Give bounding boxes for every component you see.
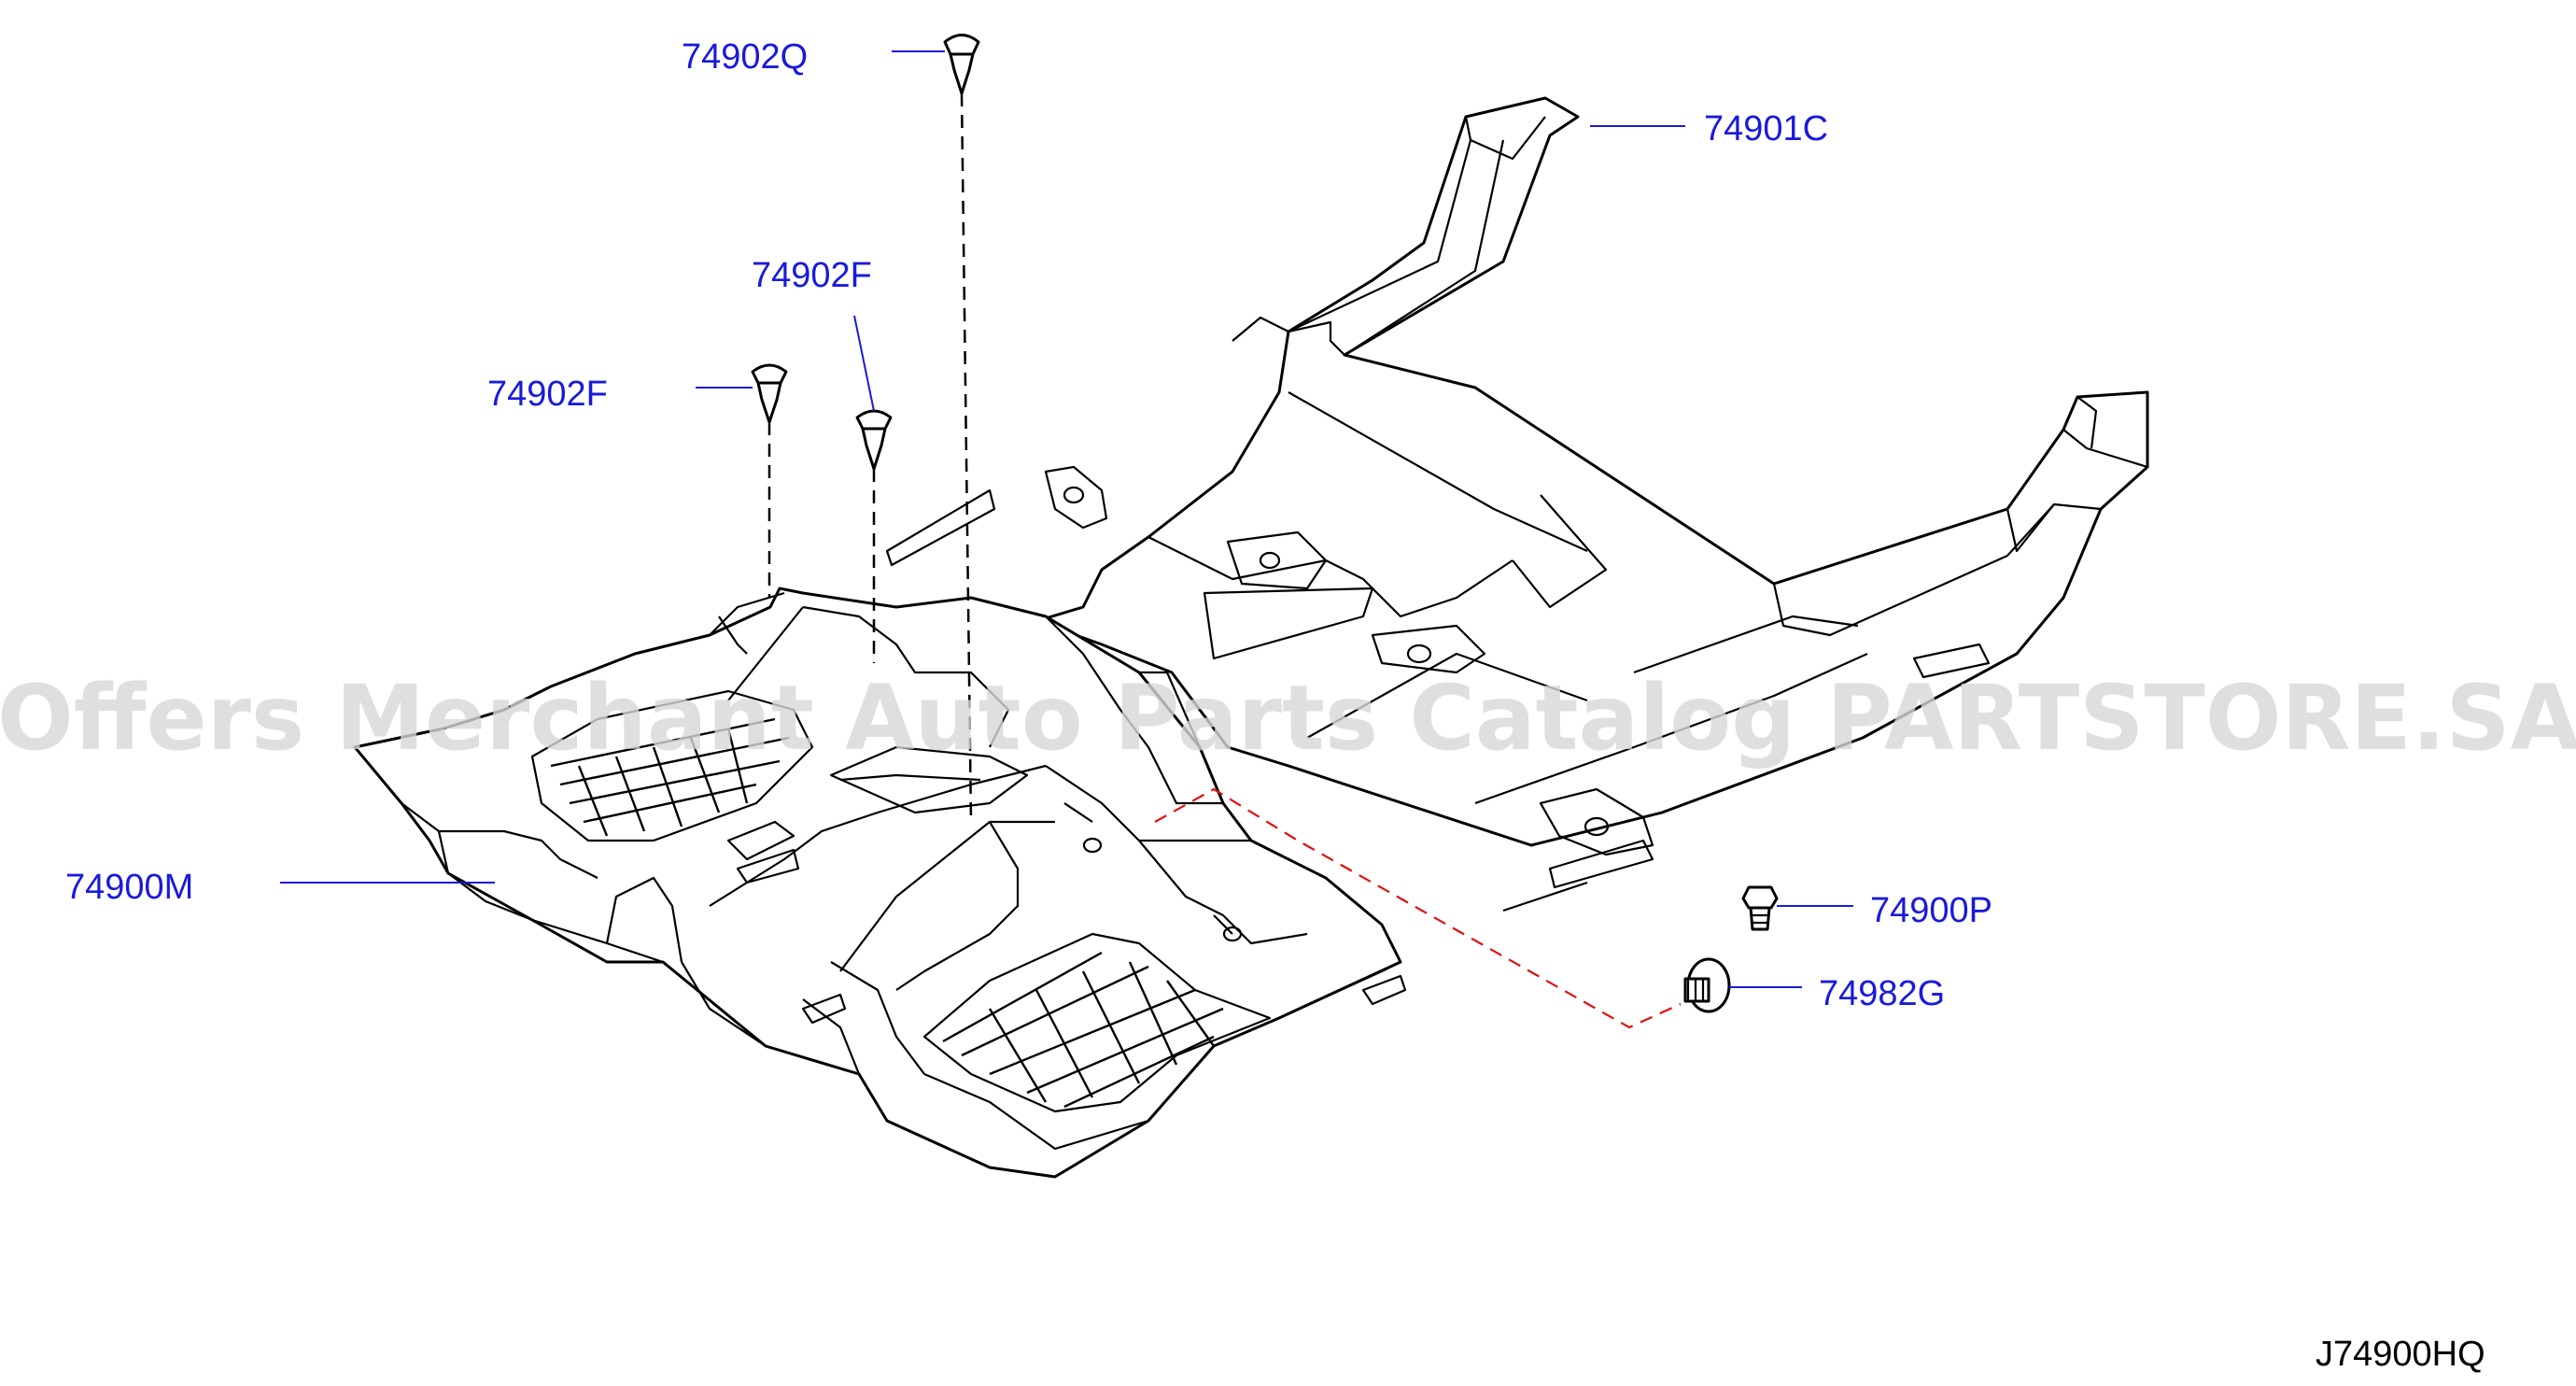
clip-74982G[interactable]: [1683, 957, 1731, 1013]
callout-74902Q[interactable]: 74902Q: [682, 37, 808, 77]
callout-74902F-b[interactable]: 74902F: [752, 256, 872, 295]
callout-74901C[interactable]: 74901C: [1704, 109, 1828, 148]
clip-74902F-a[interactable]: [751, 363, 788, 424]
clip-74902F-b[interactable]: [855, 409, 893, 471]
callout-74900M[interactable]: 74900M: [65, 868, 193, 907]
diagram-code: J74900HQ: [2316, 1335, 2485, 1374]
assembly-lines: [767, 92, 1682, 1029]
clip-74902Q[interactable]: [943, 34, 980, 95]
clip-74900P[interactable]: [1741, 885, 1779, 931]
callout-74900P[interactable]: 74900P: [1870, 891, 1992, 930]
callout-74982G[interactable]: 74982G: [1819, 974, 1945, 1013]
front-floor-carpet[interactable]: [353, 587, 1407, 1179]
callout-74902F-a[interactable]: 74902F: [487, 375, 608, 414]
rear-floor-carpet[interactable]: [885, 96, 2149, 912]
leader-lines: [280, 50, 1853, 988]
watermark: Offers Merchant Auto Parts Catalog PARTS…: [0, 666, 2576, 771]
